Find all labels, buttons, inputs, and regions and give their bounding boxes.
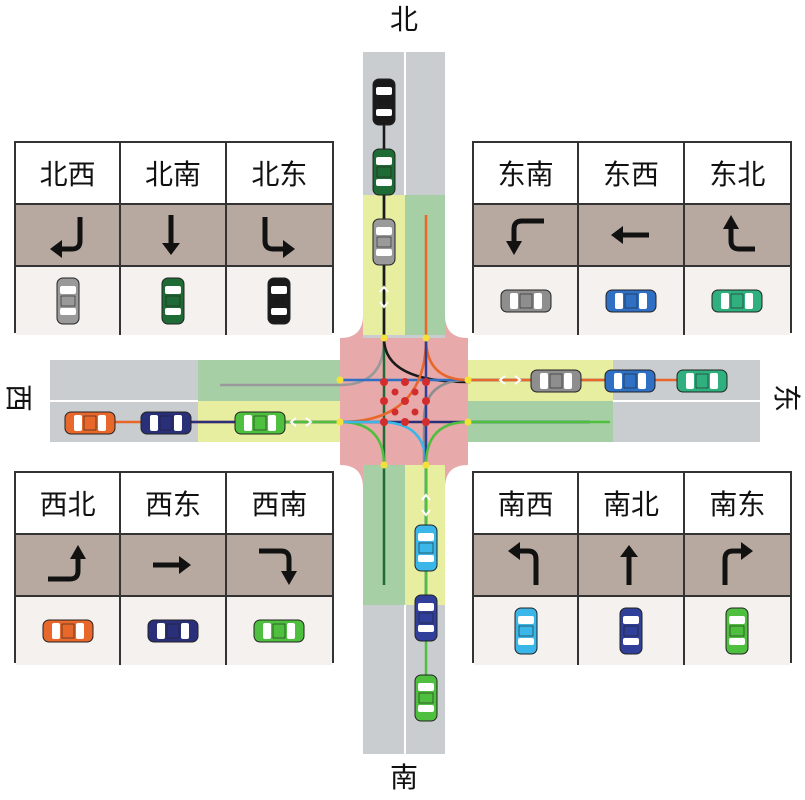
- road-car-east: [676, 369, 728, 393]
- north-label: 北: [390, 3, 419, 36]
- car-icon: [226, 267, 332, 335]
- turn-right-arrow-icon: [16, 205, 122, 267]
- crossing-markers: [336, 334, 472, 469]
- road-car-west: [234, 411, 286, 435]
- conflict-points: [380, 378, 430, 426]
- swap-arrow-south: [421, 493, 431, 517]
- car-icon: [579, 267, 685, 335]
- road-car-south: [414, 524, 438, 572]
- swap-arrow-north: [379, 285, 389, 309]
- car-icon: [579, 597, 685, 665]
- straight-arrow-icon: [121, 535, 227, 597]
- legend-label: 南西: [474, 473, 580, 535]
- road-car-west: [140, 411, 192, 435]
- car-icon: [474, 267, 580, 335]
- legend-west: 西北 西东 西南: [14, 471, 334, 665]
- car-icon: [16, 267, 122, 335]
- legend-south: 南西 南北 南东: [472, 471, 792, 665]
- legend-label: 东西: [579, 143, 685, 205]
- west-label: 西: [2, 383, 36, 413]
- road-car-south: [414, 674, 438, 722]
- straight-arrow-icon: [579, 535, 685, 597]
- car-icon: [121, 267, 227, 335]
- swap-arrow-west: [289, 417, 313, 427]
- swap-arrows: [289, 285, 522, 517]
- turn-left-arrow-icon: [474, 535, 580, 597]
- legend-label: 北南: [121, 143, 227, 205]
- turn-right-arrow-icon: [226, 535, 332, 597]
- car-icon: [121, 597, 227, 665]
- road-car-west: [64, 411, 116, 435]
- car-icon: [684, 267, 790, 335]
- car-icon: [474, 597, 580, 665]
- legend-label: 西南: [226, 473, 332, 535]
- legend-label: 南东: [684, 473, 790, 535]
- road-car-south: [414, 594, 438, 642]
- legend-label: 北东: [226, 143, 332, 205]
- legend-label: 南北: [579, 473, 685, 535]
- turn-right-arrow-icon: [684, 205, 790, 267]
- straight-arrow-icon: [579, 205, 685, 267]
- car-icon: [226, 597, 332, 665]
- legend-label: 西北: [16, 473, 122, 535]
- legend-label: 北西: [16, 143, 122, 205]
- turn-right-arrow-icon: [684, 535, 790, 597]
- road-car-east: [604, 369, 656, 393]
- legend-east: 东南 东西 东北: [472, 141, 792, 335]
- south-label: 南: [390, 761, 419, 794]
- legend-label: 西东: [121, 473, 227, 535]
- legend-label: 东北: [684, 143, 790, 205]
- turn-left-arrow-icon: [226, 205, 332, 267]
- road-car-north: [372, 148, 396, 196]
- road-car-north: [372, 218, 396, 266]
- road-car-east: [530, 369, 582, 393]
- turn-left-arrow-icon: [474, 205, 580, 267]
- swap-arrow-east: [498, 375, 522, 385]
- legend-north: 北西 北南 北东: [14, 141, 334, 335]
- east-label: 东: [770, 383, 804, 413]
- straight-arrow-icon: [121, 205, 227, 267]
- legend-label: 东南: [474, 143, 580, 205]
- turn-left-arrow-icon: [16, 535, 122, 597]
- west-exit-zone: [198, 360, 340, 401]
- road-vehicles: [64, 78, 728, 722]
- trajectory-north-east: [382, 110, 470, 384]
- car-icon: [684, 597, 790, 665]
- road-car-north: [372, 78, 396, 126]
- car-icon: [16, 597, 122, 665]
